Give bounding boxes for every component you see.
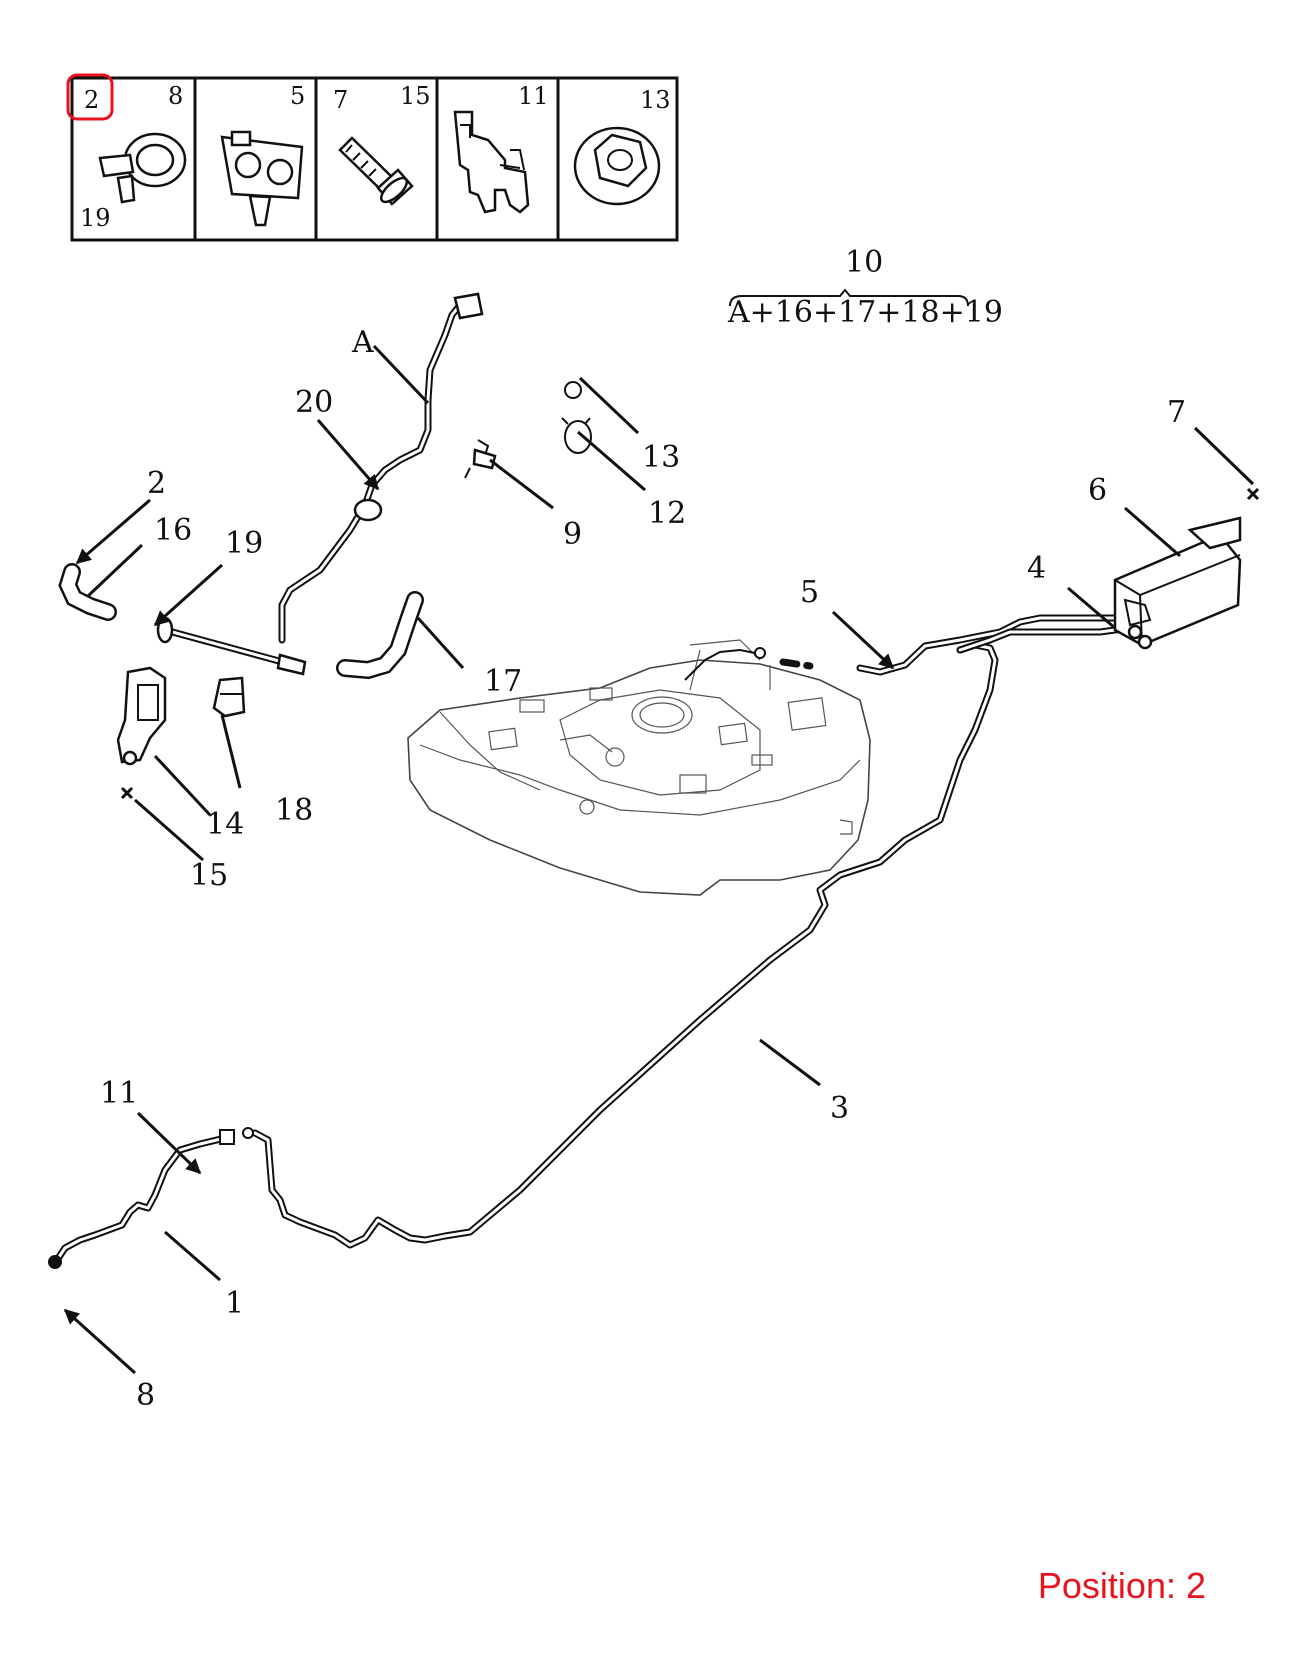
header-cell-bracket-clip[interactable]: 11	[453, 82, 549, 214]
fastener-markers	[120, 487, 1260, 800]
bracket-clip-icon	[453, 110, 530, 214]
hose-17	[336, 591, 424, 680]
pipe-clip-icon	[220, 130, 304, 227]
flange-nut-icon	[573, 126, 661, 206]
callout-5: 5	[800, 575, 819, 610]
callout-12: 12	[648, 496, 686, 531]
callout-7: 7	[1167, 395, 1186, 430]
selected-label-highlight	[66, 73, 114, 121]
callout-15: 15	[190, 858, 228, 893]
callout-11: 11	[100, 1076, 138, 1111]
header-label-15: 15	[400, 82, 431, 110]
assembly-number: 10	[845, 245, 883, 280]
hose-16	[58, 563, 117, 621]
callout-A: A	[351, 325, 374, 360]
header-cell-hose-clamp[interactable]: 2 8 19	[66, 73, 187, 232]
header-label-13: 13	[640, 86, 671, 114]
fuel-tank	[407, 639, 871, 896]
position-label: Position: 2	[1037, 1565, 1206, 1606]
callout-13: 13	[642, 440, 680, 475]
header-label-11: 11	[518, 82, 549, 110]
callout-16: 16	[154, 513, 192, 548]
header-label-8: 8	[168, 82, 183, 110]
leader-lines	[63, 344, 1255, 1375]
fuel-pipe-1	[48, 1127, 254, 1269]
assembly-note: 10 A+16+17+18+19	[727, 245, 1003, 330]
clamp-12	[561, 417, 592, 454]
clip-18	[212, 676, 246, 718]
callout-20: 20	[295, 385, 333, 420]
callout-9: 9	[563, 517, 582, 552]
callout-19: 19	[225, 526, 263, 561]
callout-8: 8	[136, 1378, 155, 1413]
assembly-formula: A+16+17+18+19	[727, 295, 1003, 330]
callout-17: 17	[484, 664, 522, 699]
callout-14: 14	[206, 807, 244, 842]
header-label-19: 19	[80, 204, 111, 232]
header-label-7: 7	[333, 86, 348, 114]
header-cell-bolt[interactable]: 7 15	[333, 82, 431, 206]
valve-9	[464, 439, 497, 479]
callout-numbers: 2 16 19 20 A 9 13 12 17 18 14 15 5 4 6 7…	[100, 325, 1186, 1413]
fuel-pipe-3	[251, 641, 999, 1249]
callout-18: 18	[275, 793, 313, 828]
hose-clamp-icon	[98, 132, 187, 204]
fuel-pipe-4	[956, 624, 1134, 654]
header-label-5: 5	[290, 82, 305, 110]
bolt-icon	[338, 136, 414, 206]
header-label-2: 2	[84, 86, 99, 114]
callout-2: 2	[147, 466, 166, 501]
header-cell-flange-nut[interactable]: 13	[573, 86, 671, 206]
callout-4: 4	[1027, 551, 1046, 586]
callout-1: 1	[225, 1286, 244, 1321]
header-cell-pipe-clip[interactable]: 5	[220, 82, 305, 227]
parts-header-table: 2 8 19 5 7 15	[66, 73, 679, 242]
callout-3: 3	[830, 1091, 849, 1126]
callout-6: 6	[1088, 473, 1107, 508]
fuel-pipe-5	[684, 614, 1124, 681]
bracket-14	[116, 666, 167, 766]
charcoal-canister-6	[1113, 516, 1242, 650]
nut-13	[564, 381, 582, 399]
filler-hose-a	[278, 292, 484, 644]
